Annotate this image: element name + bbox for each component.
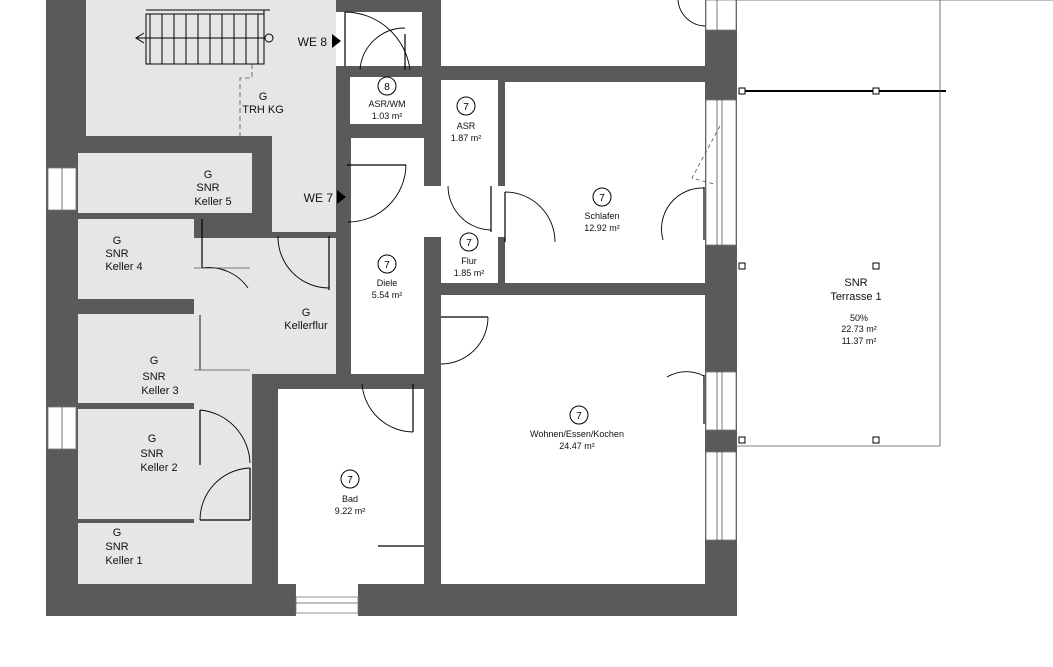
wohnen-name: Wohnen/Essen/Kochen (530, 429, 624, 439)
schlafen-name: Schlafen (584, 211, 619, 221)
terrasse-area-share: 11.37 m² (842, 336, 877, 346)
window-bad (295, 596, 359, 614)
bad-number: 7 (347, 475, 353, 486)
terrasse-share: 50% (850, 313, 868, 323)
we8-arrow-icon (332, 34, 341, 48)
keller3-prefix: G (150, 355, 159, 367)
trh-name: TRH KG (242, 104, 284, 116)
wohnen-number: 7 (576, 411, 582, 422)
keller5-snr: SNR (196, 182, 219, 194)
keller5-name: Keller 5 (194, 196, 231, 208)
flur-name: Flur (461, 256, 477, 266)
asr-wm-name: ASR/WM (369, 99, 406, 109)
schlafen-number: 7 (599, 193, 605, 204)
area-kellerflur (194, 238, 336, 374)
area-keller1 (78, 523, 252, 584)
room-interiors (78, 0, 705, 616)
doors (194, 0, 721, 547)
terrasse-area: 22.73 m² (841, 324, 877, 334)
window-top (705, 0, 737, 31)
terrasse-snr: SNR (844, 277, 867, 289)
keller3-snr: SNR (142, 371, 165, 383)
keller4-prefix: G (113, 235, 122, 247)
area-schlafen (505, 82, 705, 283)
area-entry-corner (336, 12, 422, 66)
keller2-snr: SNR (140, 448, 163, 460)
keller4-name: Keller 4 (105, 261, 142, 273)
area-keller3 (78, 314, 194, 403)
asr-area: 1.87 m² (451, 133, 482, 143)
asr-wm-area: 1.03 m² (372, 111, 403, 121)
window-wohnen-upper (705, 371, 737, 431)
diele-name: Diele (377, 278, 398, 288)
keller1-snr: SNR (105, 541, 128, 553)
keller1-name: Keller 1 (105, 555, 142, 567)
window-schlafen (705, 99, 737, 246)
entrance-markers: WE 8 WE 7 (298, 34, 346, 205)
flur-area: 1.85 m² (454, 268, 485, 278)
asr-number: 7 (463, 102, 469, 113)
keller3-name: Keller 3 (141, 385, 178, 397)
keller2-name: Keller 2 (140, 462, 177, 474)
room-labels: G TRH KG 8 ASR/WM 1.03 m² 7 ASR 1.87 m² … (105, 76, 882, 567)
kellerflur-prefix: G (302, 307, 311, 319)
area-top-room (441, 0, 705, 66)
area-keller4 (78, 219, 194, 299)
keller4-snr: SNR (105, 248, 128, 260)
stair (135, 9, 274, 136)
schlafen-area: 12.92 m² (584, 223, 620, 233)
keller2-prefix: G (148, 433, 157, 445)
diele-number: 7 (384, 260, 390, 271)
we7-arrow-icon (337, 190, 346, 204)
area-keller5 (78, 153, 252, 213)
area-trh-kg (86, 0, 330, 136)
area-flur (424, 186, 505, 237)
wohnen-area: 24.47 m² (559, 441, 595, 451)
bad-name: Bad (342, 494, 358, 504)
keller1-prefix: G (113, 527, 122, 539)
asr-wm-number: 8 (384, 82, 390, 93)
terrace (737, 0, 1053, 447)
windows (47, 0, 737, 614)
trh-prefix: G (259, 91, 268, 103)
bad-area: 9.22 m² (335, 506, 366, 516)
kellerflur-name: Kellerflur (284, 320, 328, 332)
entrance-we7: WE 7 (304, 191, 334, 205)
keller5-prefix: G (204, 169, 213, 181)
entrance-we8: WE 8 (298, 35, 328, 49)
area-stair-landing (272, 136, 336, 232)
area-wohnen (441, 295, 705, 584)
terrasse-name: Terrasse 1 (830, 291, 881, 303)
area-keller2 (78, 409, 194, 519)
window-wohnen-lower (705, 451, 737, 541)
asr-name: ASR (457, 121, 476, 131)
diele-area: 5.54 m² (372, 290, 403, 300)
flur-number: 7 (466, 238, 472, 249)
